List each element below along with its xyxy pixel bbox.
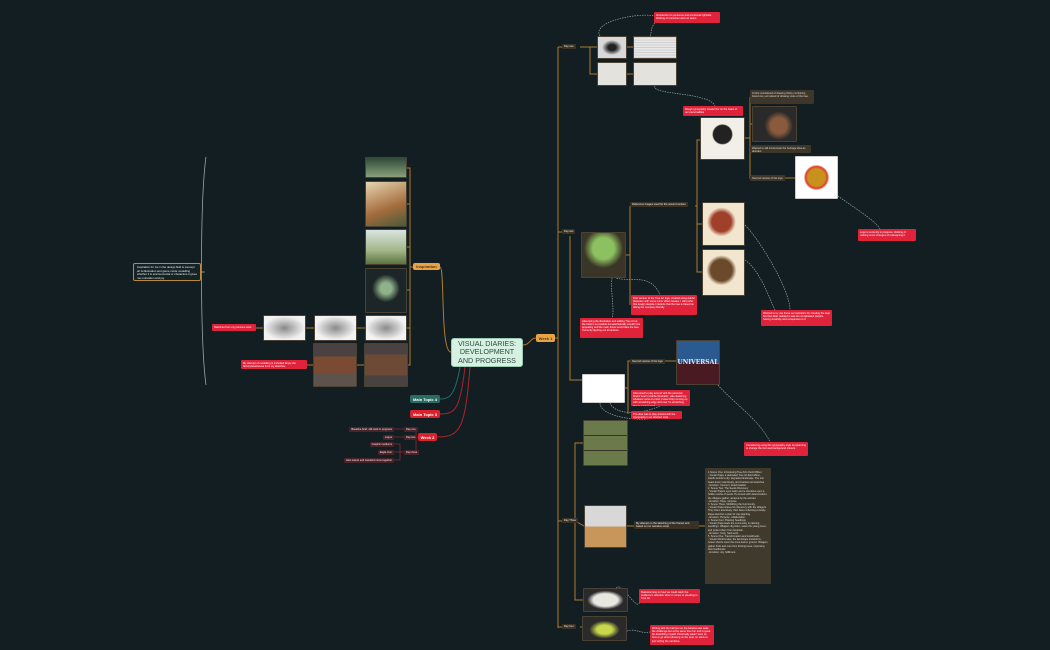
typography-note[interactable]: Rough typography created for on the basi… <box>683 106 743 116</box>
considering-typography-note[interactable]: Considering using this typography style … <box>744 442 808 456</box>
inspiration-attempt-note[interactable]: Wanted to try use these as inspiration f… <box>761 310 832 326</box>
brainstorm-paper-image[interactable] <box>583 588 628 612</box>
sketch-image-1[interactable] <box>263 315 306 341</box>
pottery-image[interactable] <box>752 106 797 142</box>
inspiration-image-canyon[interactable] <box>365 181 407 227</box>
personas-note[interactable]: Introduction to personas and emotional r… <box>654 12 720 23</box>
first-version-note[interactable]: First version of the Tree Art logo, crea… <box>631 295 697 315</box>
attempted-brand-note[interactable]: Attempted to play around with the person… <box>631 390 690 406</box>
main-topic-3[interactable]: Main Topic 3 <box>410 410 440 418</box>
narrative-script-note[interactable]: 1.Scene One: Introducing Tree Art's Fiel… <box>705 468 771 584</box>
inspiration-image-character[interactable] <box>365 268 407 313</box>
inspiration-image-waterfall[interactable] <box>365 229 407 265</box>
central-topic[interactable]: VISUAL DIARIES: DEVELOPMENT AND PROGRESS <box>451 338 523 367</box>
inspiration-image-landscape[interactable] <box>365 157 407 178</box>
second-logo-image[interactable] <box>795 156 838 199</box>
week-1-topic[interactable]: Week 1 <box>536 334 555 342</box>
reference-images-label[interactable]: Reference images used for the second ver… <box>630 202 688 208</box>
sketches-note[interactable]: Sketches from my previous work <box>212 324 256 331</box>
warehouse-model-image-1[interactable] <box>313 343 357 387</box>
sketch-logo-image[interactable] <box>582 374 625 403</box>
sketch-image-3[interactable] <box>365 315 407 341</box>
banana-writing-note[interactable]: Writing with the ball pen on the banana … <box>650 625 714 645</box>
venn-diagram-image-1[interactable] <box>597 62 627 86</box>
day-one-label[interactable]: Day one <box>562 44 576 50</box>
venn-diagram-image-2[interactable] <box>633 62 677 86</box>
tree-illustration-image[interactable] <box>581 232 626 278</box>
notes-page-image[interactable] <box>633 36 677 59</box>
tree-drawing-image[interactable] <box>597 36 627 59</box>
week-2-topic[interactable]: Week 2 <box>418 433 437 441</box>
brainstorming-note[interactable]: Brainstorming on how we could catch the … <box>639 589 700 603</box>
warehouse-model-image-2[interactable] <box>364 343 408 387</box>
frame-sketch-image[interactable] <box>584 505 627 548</box>
week2-day-three[interactable]: Day three <box>404 450 420 456</box>
second-version-label-2[interactable]: Second version of the logo <box>630 359 665 365</box>
universal-logo-image[interactable]: UNIVERSAL <box>676 340 720 385</box>
day-four-label[interactable]: Day four <box>562 624 576 630</box>
week2-day-one[interactable]: Day one <box>404 427 418 433</box>
week2-leaf[interactable]: Graphic mediums <box>369 442 394 448</box>
week2-day-two[interactable]: Day two <box>404 435 418 441</box>
description-note[interactable]: Inspiration for me in the design field i… <box>133 263 201 281</box>
second-version-label[interactable]: Second version of the logo <box>750 175 785 182</box>
modelling-note[interactable]: My attempt of modelling is included! Enj… <box>241 360 307 369</box>
week2-leaf[interactable]: Baseline brief, still work in progress <box>349 427 394 433</box>
day-three-label[interactable]: Day Three <box>562 518 579 524</box>
main-topic-4[interactable]: Main Topic 4 <box>410 395 440 403</box>
week2-leaf[interactable]: Logos <box>382 435 394 441</box>
heritage-note[interactable]: Wanted to still incorporate the heritage… <box>750 145 811 153</box>
day-two-label[interactable]: Day two <box>562 229 576 235</box>
week2-leaf[interactable]: How nature and mankind come together <box>343 458 394 464</box>
inspiration-topic[interactable]: Inspiration <box>413 263 440 270</box>
tree-logo-image[interactable] <box>700 117 745 160</box>
attempting-illustration-note[interactable]: Attempting the illustration and adding T… <box>580 318 643 338</box>
typography-idea-note[interactable]: The idea was to play around with the typ… <box>631 411 682 419</box>
week2-leaf[interactable]: Eagle Icon <box>377 450 394 456</box>
logo-progress-note[interactable]: Logo is currently in progress, thinking … <box>858 229 916 241</box>
sketching-frames-label[interactable]: My attempt on the sketching of the frame… <box>634 521 699 530</box>
storyboard-panels-image[interactable] <box>583 420 628 466</box>
africa-reference-image-2[interactable] <box>702 249 745 296</box>
universal-logo-text: UNIVERSAL <box>677 359 719 366</box>
sketch-image-2[interactable] <box>314 315 357 341</box>
first-considered-note[interactable]: At first considered of drawing thicky co… <box>750 90 814 104</box>
banana-image[interactable] <box>582 616 627 641</box>
africa-reference-image-1[interactable] <box>702 202 745 246</box>
